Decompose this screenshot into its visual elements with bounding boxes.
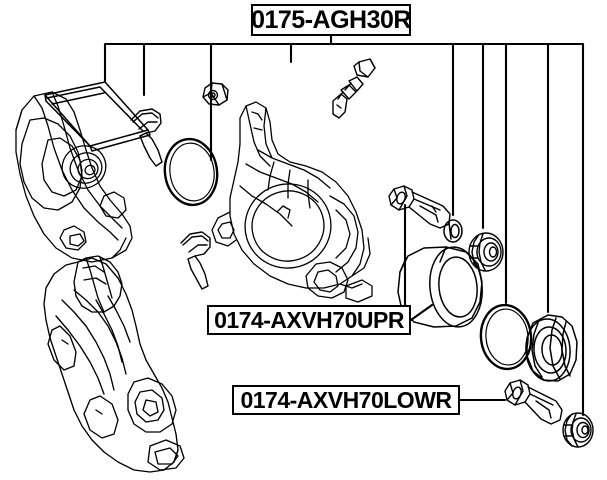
small-washer xyxy=(443,219,463,243)
bleeder-screw xyxy=(332,76,364,119)
part-number-label-caliper-kit[interactable]: 0175-AGH30R xyxy=(251,4,411,36)
flange-bolt-upper xyxy=(130,108,163,167)
caliper-o-ring-right xyxy=(479,303,533,371)
caliper-mounting-bracket xyxy=(43,255,185,473)
anti-squeal-shim xyxy=(44,81,151,152)
caliper-body-left xyxy=(15,91,133,263)
upper-guide-pin-bolt xyxy=(388,185,451,229)
piston-seal-o-ring-inner xyxy=(169,142,215,202)
label-leader-lines xyxy=(329,34,507,402)
flange-bolt-lower xyxy=(180,231,211,290)
pin-bushing-upper xyxy=(468,232,504,272)
piston-seal-o-ring xyxy=(163,137,219,207)
kit-leader-bracket xyxy=(103,42,585,417)
piston-dust-boot xyxy=(525,314,578,382)
lower-pin-bushing xyxy=(562,412,594,448)
caliper-body-center xyxy=(211,101,373,303)
part-number-label-upper-guide-pin[interactable]: 0174-AXVH70UPR xyxy=(207,305,411,335)
bleeder-cap-center xyxy=(353,58,376,78)
lower-guide-pin-bolt xyxy=(504,379,563,425)
bleeder-screw-cap xyxy=(202,82,229,106)
part-number-label-lower-guide-pin[interactable]: 0174-AXVH70LOWR xyxy=(232,385,460,415)
